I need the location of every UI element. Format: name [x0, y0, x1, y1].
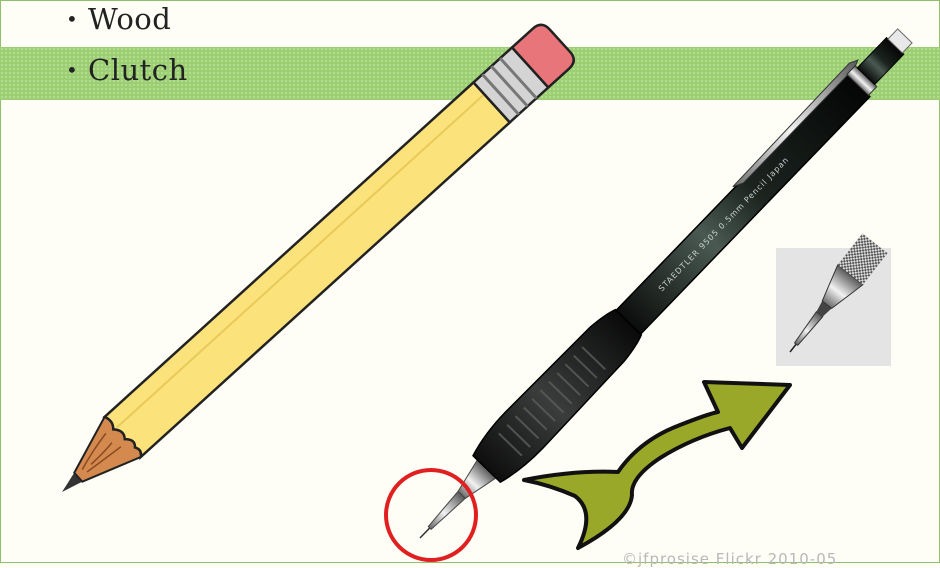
highlight-circle-icon — [386, 470, 476, 560]
lead-sleeve — [426, 491, 465, 531]
rubber-grip — [468, 304, 647, 487]
lead-tip-closeup-icon — [776, 233, 891, 366]
copyright-notice: ©jfprosise Flickr 2010-05 — [622, 550, 837, 568]
pencil-imprint: STAEDTLER 9505 0.5mm Pencil Japan — [657, 155, 791, 293]
pencil-body — [103, 82, 510, 458]
lead — [420, 528, 430, 538]
